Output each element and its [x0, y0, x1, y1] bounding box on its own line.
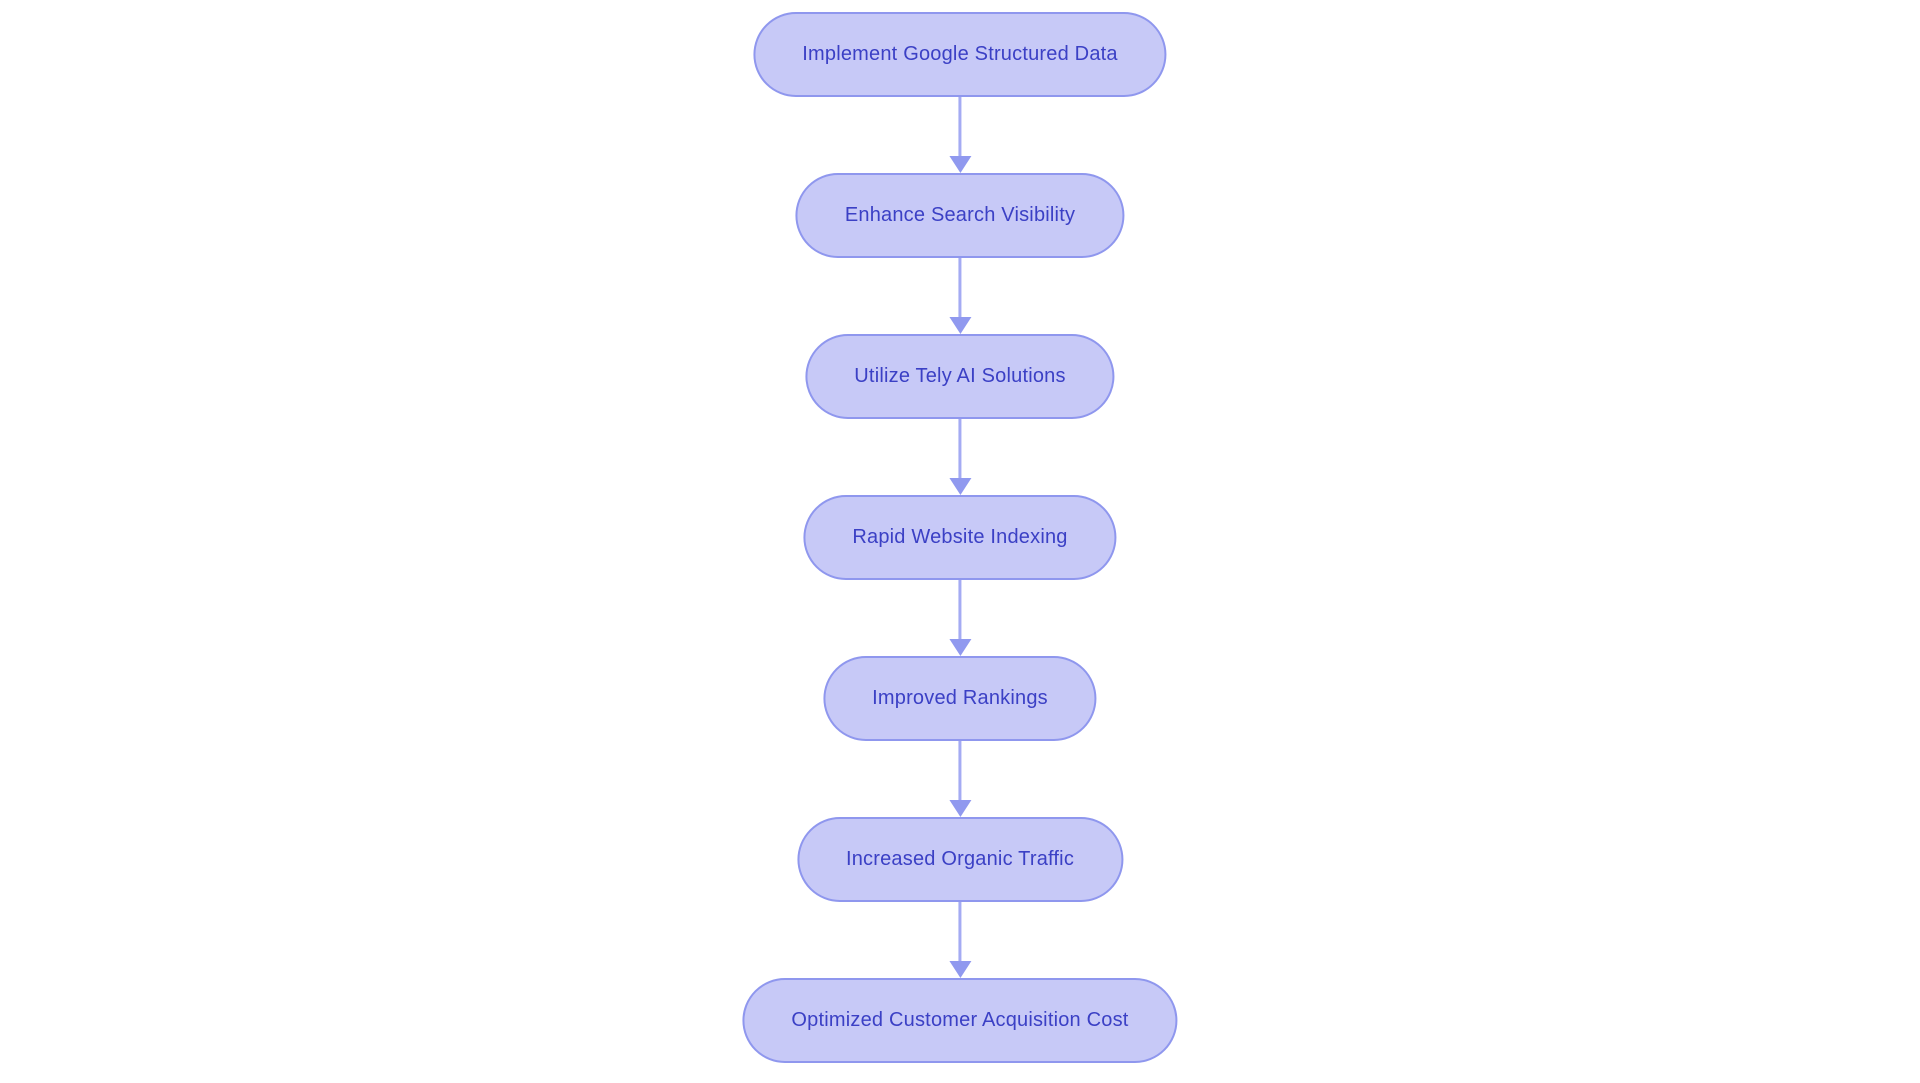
flow-node-optimized-customer-acquisition-cost: Optimized Customer Acquisition Cost [742, 978, 1178, 1063]
arrow-line [958, 580, 962, 639]
arrow-head-icon [948, 961, 971, 978]
arrow-line [958, 741, 962, 800]
arrow-head-icon [948, 478, 971, 495]
down-arrow [948, 902, 972, 978]
arrow-head-icon [948, 800, 971, 817]
arrow-head-icon [948, 317, 971, 334]
flow-node-improved-rankings: Improved Rankings [823, 656, 1097, 741]
down-arrow [948, 741, 972, 817]
flowchart-column: Implement Google Structured Data Enhance… [742, 0, 1178, 1063]
arrow-head-icon [948, 639, 971, 656]
arrow-line [958, 97, 962, 156]
down-arrow [948, 419, 972, 495]
flow-node-rapid-website-indexing: Rapid Website Indexing [803, 495, 1117, 580]
down-arrow [948, 258, 972, 334]
flow-node-implement-google-structured-data: Implement Google Structured Data [753, 12, 1167, 97]
flow-node-utilize-tely-ai-solutions: Utilize Tely AI Solutions [805, 334, 1115, 419]
arrow-head-icon [948, 156, 971, 173]
down-arrow [948, 580, 972, 656]
flow-node-increased-organic-traffic: Increased Organic Traffic [796, 817, 1124, 902]
arrow-line [958, 419, 962, 478]
arrow-line [958, 258, 962, 317]
flow-node-enhance-search-visibility: Enhance Search Visibility [795, 173, 1125, 258]
arrow-line [958, 902, 962, 961]
down-arrow [948, 97, 972, 173]
